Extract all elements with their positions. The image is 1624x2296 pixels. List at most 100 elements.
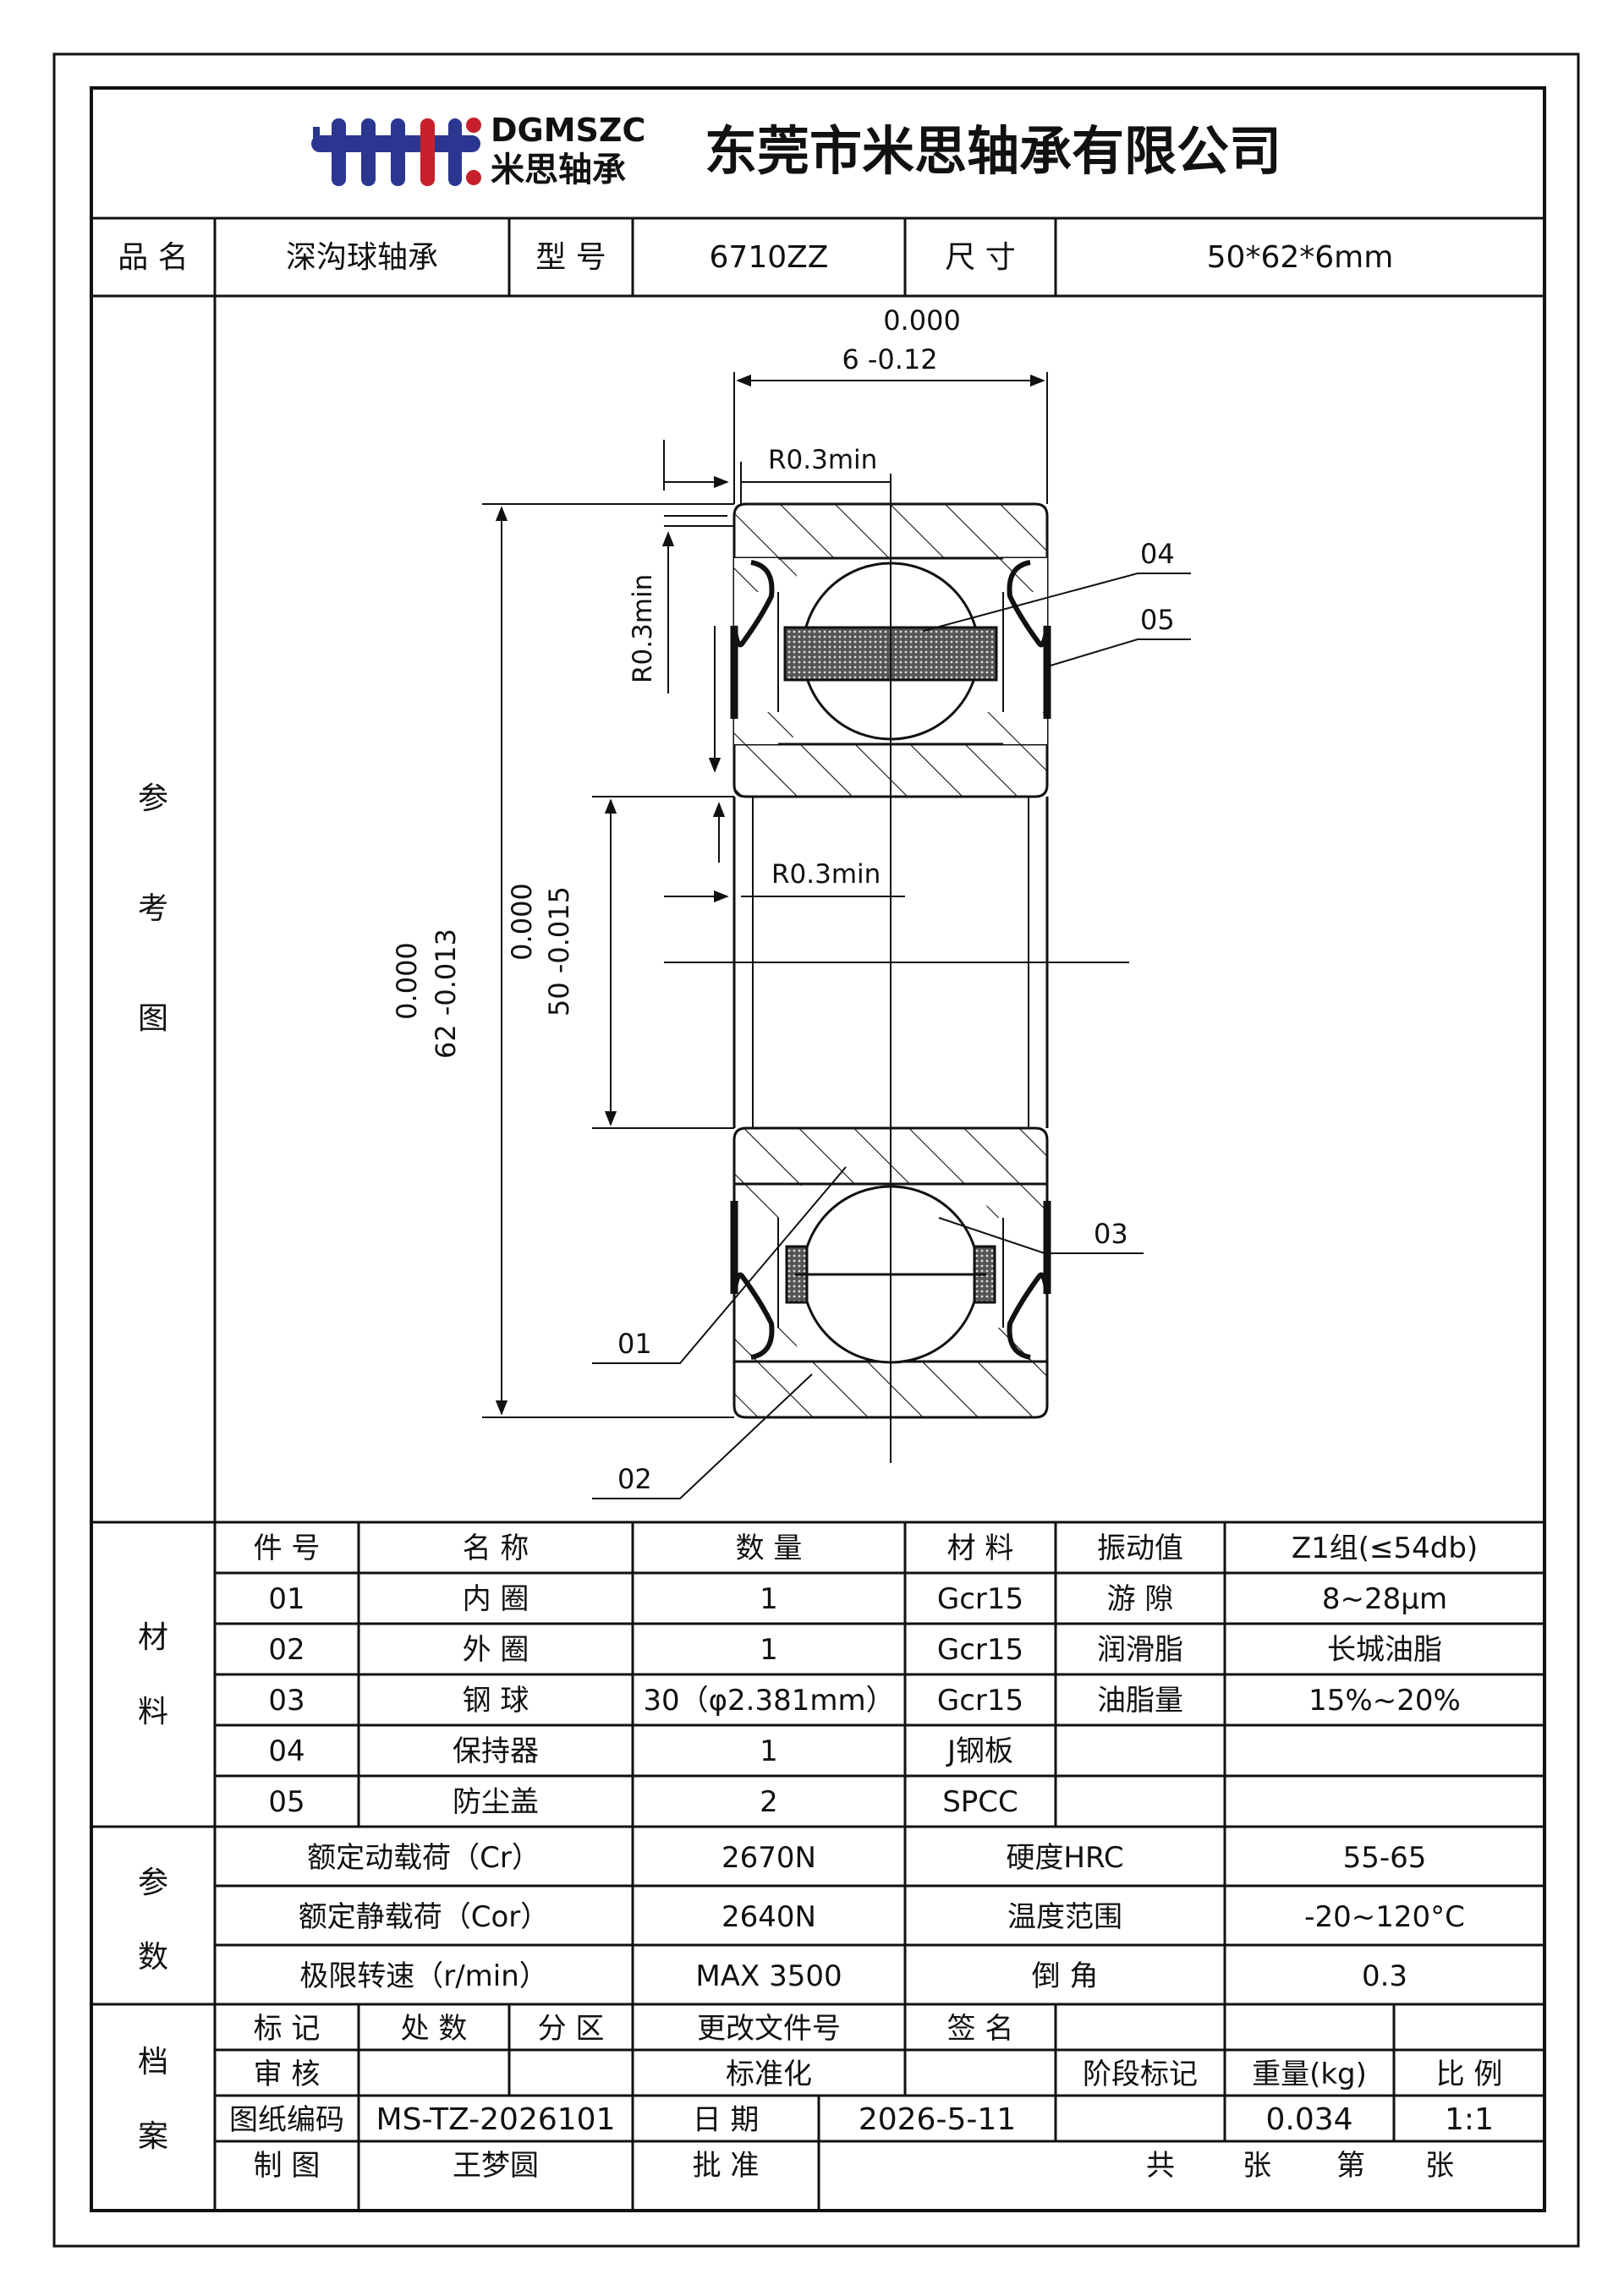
bearing-cross-section bbox=[664, 474, 1129, 1463]
name-value: 深沟球轴承 bbox=[286, 240, 438, 275]
od-dim: 62 -0.013 bbox=[430, 929, 462, 1059]
materials-side-1: 材 bbox=[138, 1620, 168, 1655]
scale-value: 1:1 bbox=[1445, 2102, 1494, 2137]
callout-01: 01 bbox=[617, 1328, 652, 1360]
change-doc-label: 更改文件号 bbox=[697, 2012, 841, 2046]
drawing-side-label-1: 参 bbox=[138, 781, 168, 816]
params-cell: 极限转速（r/min） bbox=[299, 1959, 548, 1993]
size-label: 尺 寸 bbox=[945, 240, 1015, 275]
radius-bore: R0.3min bbox=[771, 859, 881, 890]
materials-cell: 润滑脂 bbox=[1097, 1633, 1183, 1667]
materials-side-2: 料 bbox=[138, 1695, 168, 1729]
materials-cell: 2 bbox=[760, 1785, 778, 1819]
materials-table bbox=[91, 1521, 1544, 1828]
materials-cell: Gcr15 bbox=[937, 1633, 1023, 1667]
model-label: 型 号 bbox=[535, 240, 606, 275]
standard-label: 标准化 bbox=[726, 2058, 812, 2091]
review-label: 审 核 bbox=[254, 2058, 321, 2091]
callout-03: 03 bbox=[1094, 1218, 1128, 1250]
params-table bbox=[91, 1827, 1544, 2006]
materials-header-cell: 材 料 bbox=[947, 1532, 1014, 1565]
logo-text-cn: 米思轴承 bbox=[491, 151, 626, 189]
materials-cell: J钢板 bbox=[946, 1734, 1013, 1768]
materials-header-cell: 数 量 bbox=[736, 1532, 803, 1565]
materials-cell: Gcr15 bbox=[937, 1684, 1023, 1718]
materials-cell: 1 bbox=[760, 1582, 778, 1616]
archive-side-1: 档 bbox=[138, 2045, 168, 2080]
date-value: 2026-5-11 bbox=[859, 2102, 1016, 2137]
materials-cell: 钢 球 bbox=[463, 1684, 529, 1718]
outer-frame bbox=[52, 52, 1580, 2248]
materials-cell: 05 bbox=[268, 1785, 304, 1819]
product-row: 品 名 深沟球轴承 型 号 6710ZZ 尺 寸 50*62*6mm bbox=[91, 218, 1544, 298]
materials-cell: 1 bbox=[760, 1734, 778, 1768]
materials-cell: 长城油脂 bbox=[1327, 1633, 1442, 1667]
params-cell: 倒 角 bbox=[1032, 1959, 1099, 1993]
mark-label: 标 记 bbox=[254, 2012, 321, 2046]
drawing-no-label: 图纸编码 bbox=[229, 2103, 344, 2137]
callout-02: 02 bbox=[617, 1463, 652, 1495]
sheet-no-unit: 张 bbox=[1425, 2149, 1454, 2183]
params-cell: 温度范围 bbox=[1007, 1900, 1122, 1934]
dimension-lines bbox=[482, 372, 1048, 1418]
materials-header-cell: 振动值 bbox=[1097, 1532, 1183, 1565]
params-side-2: 数 bbox=[138, 1940, 168, 1975]
archive-table bbox=[215, 2004, 1544, 2211]
size-value: 50*62*6mm bbox=[1207, 240, 1394, 275]
drawing-side-label-3: 图 bbox=[138, 1001, 168, 1036]
materials-cell: 02 bbox=[268, 1633, 304, 1667]
callout-leaders bbox=[592, 573, 1191, 1499]
radius-top: R0.3min bbox=[768, 445, 877, 475]
company-name: 东莞市米思轴承有限公司 bbox=[705, 120, 1281, 182]
logo-text-en: DGMSZC bbox=[491, 112, 645, 149]
od-tol: 0.000 bbox=[391, 942, 423, 1020]
drawn-by: 王梦圆 bbox=[453, 2149, 539, 2183]
date-label: 日 期 bbox=[693, 2103, 760, 2137]
callout-04: 04 bbox=[1140, 538, 1175, 570]
name-label: 品 名 bbox=[118, 240, 188, 275]
materials-cell: 1 bbox=[760, 1633, 778, 1667]
model-value: 6710ZZ bbox=[710, 240, 829, 275]
id-tol: 0.000 bbox=[506, 883, 538, 961]
archive-side-2: 案 bbox=[138, 2119, 168, 2154]
params-cell: 额定动载荷（Cr） bbox=[307, 1841, 540, 1875]
count-label: 处 数 bbox=[401, 2012, 468, 2046]
callout-05: 05 bbox=[1140, 604, 1175, 636]
drawing-side-label-2: 考 bbox=[138, 891, 168, 926]
materials-cell: 内 圈 bbox=[463, 1582, 529, 1616]
materials-cell: SPCC bbox=[942, 1785, 1018, 1819]
sheets-total-label: 共 bbox=[1146, 2149, 1175, 2183]
sheet-no-label: 第 bbox=[1336, 2149, 1365, 2183]
drawn-label: 制 图 bbox=[254, 2149, 321, 2183]
drawing-no: MS-TZ-2026101 bbox=[376, 2102, 616, 2137]
materials-cell: Gcr15 bbox=[937, 1582, 1023, 1616]
params-cell: -20~120°C bbox=[1304, 1900, 1465, 1934]
materials-cell: 04 bbox=[268, 1734, 304, 1768]
materials-cell: 01 bbox=[268, 1582, 304, 1616]
width-tol: 0.000 bbox=[883, 304, 961, 337]
params-cell: 55-65 bbox=[1343, 1841, 1427, 1875]
zone-label: 分 区 bbox=[538, 2012, 605, 2046]
radius-side: R0.3min bbox=[628, 574, 658, 683]
params-cell: 硬度HRC bbox=[1006, 1841, 1123, 1875]
dimension-texts: 0.000 6 -0.12 R0.3min R0.3min R0.3min 0.… bbox=[391, 304, 961, 1059]
sign-label: 签 名 bbox=[947, 2012, 1014, 2046]
materials-cell: 03 bbox=[268, 1684, 304, 1718]
width-dim: 6 -0.12 bbox=[842, 343, 937, 375]
materials-header-cell: 名 称 bbox=[463, 1532, 529, 1565]
materials-cell: 油脂量 bbox=[1097, 1684, 1183, 1718]
params-cell: 额定静载荷（Cor） bbox=[299, 1900, 550, 1934]
params-cell: MAX 3500 bbox=[695, 1959, 842, 1993]
weight-value: 0.034 bbox=[1265, 2102, 1352, 2137]
materials-cell: 30（φ2.381mm） bbox=[643, 1684, 894, 1718]
params-cell: 0.3 bbox=[1362, 1959, 1407, 1993]
approve-label: 批 准 bbox=[693, 2149, 760, 2183]
materials-cell: 游 隙 bbox=[1107, 1582, 1174, 1616]
materials-cell: 8~28μm bbox=[1322, 1582, 1447, 1616]
weight-label: 重量(kg) bbox=[1252, 2058, 1367, 2091]
materials-cell: 保持器 bbox=[453, 1734, 539, 1768]
id-dim: 50 -0.015 bbox=[543, 886, 575, 1016]
materials-cell: 15%~20% bbox=[1309, 1684, 1461, 1718]
